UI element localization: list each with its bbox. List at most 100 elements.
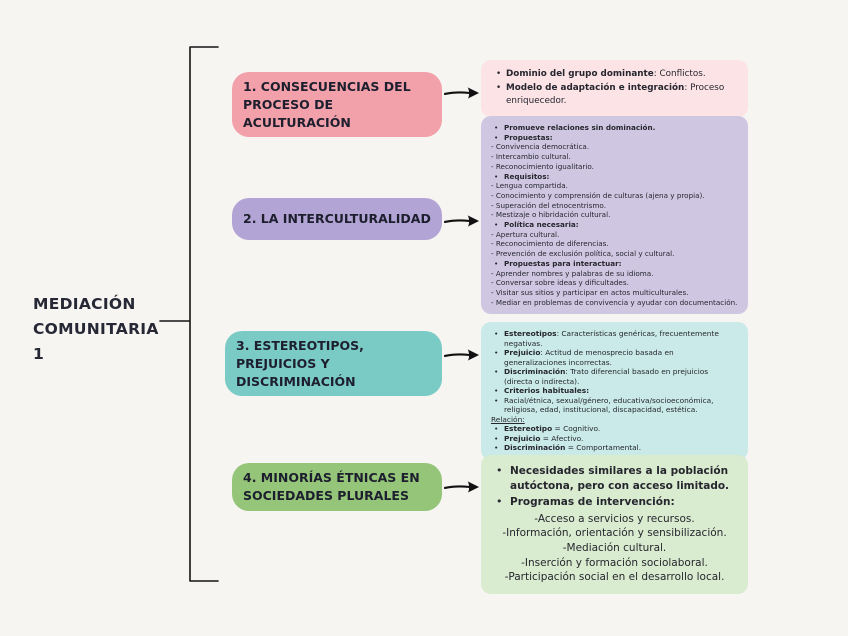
panel-line-text: : Conflictos. — [653, 69, 706, 79]
branch-box-interculturalidad: 2. LA INTERCULTURALIDAD — [232, 198, 442, 240]
branch-panel-estereotipos: • Estereotipos: Características genéricas… — [481, 322, 748, 460]
panel-line: • Prejuicio = Afectivo. — [491, 434, 738, 444]
panel-line-text: - Apertura cultural. — [491, 229, 560, 239]
bullet-icon: • — [494, 258, 499, 268]
panel-line: •Estereotipo = Cognitivo. — [491, 424, 738, 434]
panel-line: • Necesidades similares a la población au… — [493, 464, 736, 493]
page-title: MEDIACIÓN COMUNITARIA 1 — [33, 295, 159, 363]
branch-box-estereotipos: 3. ESTEREOTIPOS, PREJUICIOS Y DISCRIMINA… — [225, 331, 442, 397]
panel-line: -Inserción y formación sociolaboral. — [493, 556, 736, 571]
panel-line: - Prevención de exclusión política, soci… — [491, 249, 738, 259]
panel-line-bold-text: Discriminación — [504, 367, 566, 376]
panel-line-text: -Participación social en el desarrollo l… — [504, 571, 725, 584]
arrow-right-icon — [444, 481, 480, 493]
panel-line-bold-text: Prejuicio — [504, 348, 541, 357]
panel-line-text: = Comportamental. — [565, 443, 642, 452]
panel-line: Relación: — [491, 415, 738, 425]
panel-line-text: - Conocimiento y comprensión de culturas… — [491, 190, 705, 200]
panel-line: •Criterios habituales: — [491, 386, 738, 396]
bullet-icon: • — [494, 132, 499, 142]
panel-line-bold-text: Promueve relaciones sin dominación. — [504, 123, 656, 132]
panel-line-text: -Mediación cultural. — [562, 541, 667, 554]
panel-line-text: : Características genéricas, frecuenteme… — [504, 329, 719, 348]
panel-line: • Promueve relaciones sin dominación. — [491, 123, 738, 133]
panel-line-text: - Intercambio cultural. — [491, 152, 571, 162]
panel-line: •Racial/étnica, sexual/género, educativa… — [491, 396, 738, 415]
panel-line-bold-text: Requisitos: — [504, 171, 550, 181]
panel-line-bold-text: Criterios habituales: — [504, 386, 590, 395]
panel-line: - Conocimiento y comprensión de culturas… — [491, 191, 738, 201]
panel-line-text: - Mediar en problemas de convivencia y a… — [491, 297, 738, 307]
panel-line: - Lengua compartida. — [491, 181, 738, 191]
panel-line: - Apertura cultural. — [491, 230, 738, 240]
panel-line: • Requisitos: — [491, 172, 738, 182]
panel-line-text: : Proceso enriquecedor. — [506, 82, 725, 107]
bullet-icon: • — [496, 464, 503, 477]
bullet-icon: • — [494, 123, 499, 132]
panel-line: • Estereotipos: Características genéricas… — [491, 329, 738, 348]
panel-line: •Discriminación = Comportamental. — [491, 443, 738, 453]
panel-line: - Mestizaje o hibridación cultural. — [491, 210, 738, 220]
bullet-icon: • — [494, 220, 499, 230]
panel-line-text: - Aprender nombres y palabras de su idio… — [491, 268, 654, 278]
panel-line-bold-text: Política necesaria: — [504, 220, 579, 230]
panel-line-text: - Visitar sus sitios y participar en act… — [491, 287, 689, 297]
panel-line-bold-text: Propuestas para interactuar: — [504, 258, 622, 268]
bullet-icon: • — [494, 329, 499, 338]
bullet-icon: • — [496, 82, 502, 93]
branch-box-minorias: 4. MINORÍAS ÉTNICAS EN SOCIEDADES PLURAL… — [232, 463, 442, 511]
panel-line-bold-text: Modelo de adaptación e integración — [506, 82, 685, 93]
panel-line-text: -Información, orientación y sensibilizac… — [502, 527, 727, 540]
bullet-icon: • — [494, 348, 499, 357]
arrow-right-icon — [444, 349, 480, 361]
branch-box-consecuencias: 1. CONSECUENCIAS DEL PROCESO DE ACULTURA… — [232, 72, 442, 138]
bullet-icon: • — [494, 171, 499, 181]
branch-panel-minorias: • Necesidades similares a la población au… — [481, 455, 748, 594]
bracket-line — [159, 46, 219, 582]
branch-box-label: 4. MINORÍAS ÉTNICAS EN SOCIEDADES PLURAL… — [243, 470, 420, 503]
panel-line: - Aprender nombres y palabras de su idio… — [491, 269, 738, 279]
panel-line: - Intercambio cultural. — [491, 152, 738, 162]
panel-line-bold-text: Estereotipo — [504, 424, 553, 433]
panel-line-bold-text: Prejuicio — [504, 433, 541, 443]
panel-line-bold-text: Estereotipos — [504, 329, 557, 338]
arrow-right-icon — [444, 87, 480, 99]
panel-line-bold-text: Necesidades similares a la población aut… — [510, 465, 730, 492]
panel-line: •Dominio del grupo dominante: Conflictos… — [493, 68, 736, 82]
bullet-icon: • — [496, 495, 503, 509]
panel-line: -Participación social en el desarrollo l… — [493, 570, 736, 585]
panel-line-text: Racial/étnica, sexual/género, educativa/… — [504, 395, 714, 415]
panel-line-bold-text: Programas de intervención: — [510, 496, 675, 509]
panel-line: - Reconocimiento igualitario. — [491, 162, 738, 172]
panel-line: - Superación del etnocentrismo. — [491, 201, 738, 211]
panel-line: -Acceso a servicios y recursos. — [493, 512, 736, 527]
panel-line: -Mediación cultural. — [493, 541, 736, 556]
panel-line-text: - Convivencia democrática. — [491, 142, 590, 152]
panel-line-text: -Inserción y formación sociolaboral. — [521, 556, 708, 569]
panel-line: • Propuestas para interactuar: — [491, 259, 738, 269]
panel-line-text: Relación: — [491, 414, 525, 424]
bullet-icon: • — [494, 367, 499, 376]
panel-line: - Visitar sus sitios y participar en act… — [491, 288, 738, 298]
panel-line-text: - Lengua compartida. — [491, 181, 568, 191]
bullet-icon: • — [494, 424, 499, 433]
panel-line-text: - Reconocimiento de diferencias. — [491, 239, 609, 249]
panel-line: -Información, orientación y sensibilizac… — [493, 526, 736, 541]
panel-line: • Política necesaria: — [491, 220, 738, 230]
panel-line-text: - Conversar sobre ideas y dificultades. — [491, 278, 629, 288]
bullet-icon: • — [494, 443, 499, 452]
panel-line-text: = Afectivo. — [540, 433, 584, 443]
panel-line: • Modelo de adaptación e integración: Pro… — [493, 82, 736, 109]
arrow-right-icon — [444, 215, 480, 227]
panel-line: • Prejuicio: Actitud de menosprecio basad… — [491, 348, 738, 367]
bullet-icon: • — [494, 433, 499, 443]
panel-line: • Programas de intervención: — [493, 495, 736, 510]
panel-line-text: : Actitud de menosprecio basada en gener… — [504, 348, 674, 367]
panel-line: •Discriminación: Trato diferencial basad… — [491, 367, 738, 386]
branch-panel-consecuencias: •Dominio del grupo dominante: Conflictos… — [481, 60, 748, 117]
branch-panel-interculturalidad: • Promueve relaciones sin dominación. • Pro… — [481, 116, 748, 315]
panel-line-text: -Acceso a servicios y recursos. — [534, 512, 695, 525]
panel-line-text: - Superación del etnocentrismo. — [491, 200, 606, 210]
branch-box-label: 2. LA INTERCULTURALIDAD — [243, 211, 431, 227]
